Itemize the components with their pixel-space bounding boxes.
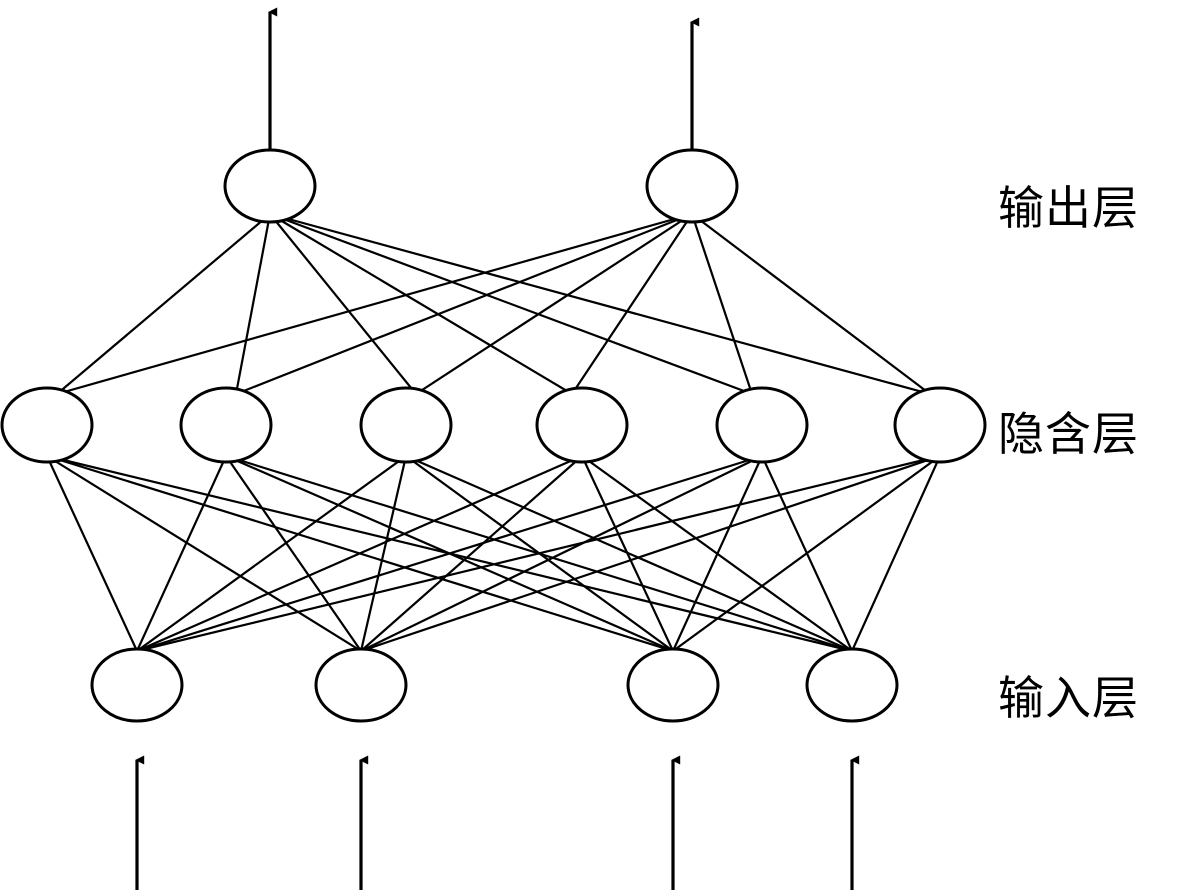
- hidden-neuron: [715, 386, 809, 464]
- hidden-output-connection: [571, 213, 693, 395]
- input-hidden-connection: [136, 455, 407, 652]
- input-neuron: [626, 647, 720, 723]
- input-hidden-connection: [360, 455, 763, 652]
- output-neuron: [223, 148, 317, 224]
- hidden-neuron: [535, 386, 629, 464]
- input-hidden-connection: [135, 455, 228, 652]
- output-layer-label: 输出层: [998, 181, 1139, 235]
- hidden-neuron: [179, 386, 273, 464]
- input-hidden-connection: [405, 454, 853, 653]
- neurons: [0, 148, 987, 723]
- input-hidden-connection: [46, 455, 362, 652]
- signal-arrows: [135, 7, 860, 890]
- input-hidden-connection: [46, 454, 853, 653]
- input-hidden-connection: [225, 455, 362, 652]
- input-neuron: [90, 647, 184, 723]
- hidden-neuron: [359, 386, 453, 464]
- hidden-output-connection: [269, 212, 753, 396]
- hidden-output-connection: [415, 213, 693, 395]
- connection-lines: [46, 212, 942, 653]
- hidden-neuron: [0, 386, 94, 464]
- hidden-output-connection: [235, 212, 693, 396]
- output-neuron: [645, 148, 739, 224]
- hidden-output-connection: [56, 212, 693, 396]
- input-hidden-connection: [360, 454, 941, 653]
- hidden-output-connection: [234, 213, 272, 395]
- input-hidden-connection: [225, 454, 853, 653]
- hidden-neuron: [893, 386, 987, 464]
- input-hidden-connection: [761, 455, 853, 652]
- input-neuron: [805, 647, 899, 723]
- input-hidden-connection: [850, 455, 942, 652]
- input-hidden-connection: [581, 455, 853, 652]
- hidden-output-connection: [56, 213, 271, 395]
- hidden-output-connection: [269, 213, 573, 395]
- input-hidden-connection: [360, 455, 583, 652]
- input-layer-label: 输入层: [998, 671, 1139, 725]
- input-hidden-connection: [46, 454, 674, 653]
- hidden-layer-label: 隐含层: [998, 407, 1139, 461]
- hidden-output-connection: [691, 213, 931, 395]
- hidden-output-connection: [690, 213, 754, 395]
- input-hidden-connection: [359, 455, 408, 652]
- hidden-output-connection: [269, 212, 931, 396]
- input-neuron: [314, 647, 408, 723]
- hidden-output-connection: [269, 213, 417, 395]
- input-hidden-connection: [46, 455, 138, 652]
